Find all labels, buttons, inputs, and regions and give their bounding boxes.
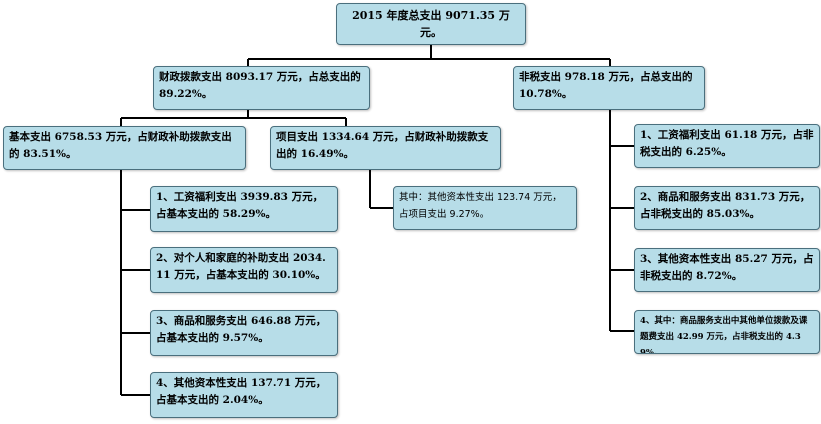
nontax-item-1-salary-welfare: 1、工资福利支出 61.18 万元，占非税支出的 6.25%。 [634,124,820,168]
fiscal-appropriation-node: 财政拨款支出 8093.17 万元，占总支出的 89.22%。 [153,66,370,110]
basic-expenditure-node: 基本支出 6758.53 万元，占财政补助拨款支出的 83.51%。 [3,126,246,170]
project-expenditure-node: 项目支出 1334.64 万元，占财政补助拨款支出的 16.49%。 [270,126,501,170]
nontax-item-2-goods-services: 2、商品和服务支出 831.73 万元，占非税支出的 85.03%。 [634,186,820,230]
basic-item-1-salary-welfare: 1、工资福利支出 3939.83 万元，占基本支出的 58.29%。 [150,186,338,232]
nontax-item-4-other-unit-allocation: 4、其中：商品服务支出中其他单位拨款及课题费支出 42.99 万元，占非税支出的… [634,310,820,354]
project-item-1-other-capital: 其中：其他资本性支出 123.74 万元，占项目支出 9.27%。 [393,186,577,230]
basic-item-2-personal-family-subsidy: 2、对个人和家庭的补助支出 2034.11 万元，占基本支出的 30.10%。 [150,247,338,293]
root-node-total-expenditure: 2015 年度总支出 9071.35 万元。 [336,3,526,45]
nontax-item-3-other-capital: 3、其他资本性支出 85.27 万元，占非税支出的 8.72%。 [634,248,820,292]
nontax-expenditure-node: 非税支出 978.18 万元，占总支出的 10.78%。 [513,66,705,110]
basic-item-4-other-capital: 4、其他资本性支出 137.71 万元，占基本支出的 2.04%。 [150,372,338,418]
basic-item-3-goods-services: 3、商品和服务支出 646.88 万元，占基本支出的 9.57%。 [150,310,338,356]
